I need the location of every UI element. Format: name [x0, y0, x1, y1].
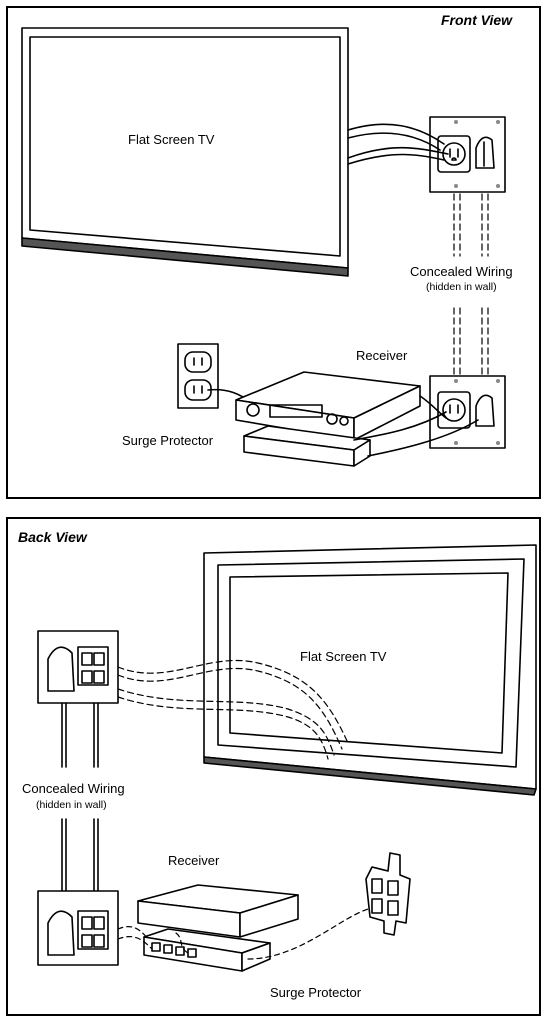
front-wall-outlet — [177, 343, 219, 409]
back-receiver — [137, 884, 299, 938]
front-upper-wall-plate — [429, 116, 506, 193]
front-view-title: Front View — [441, 12, 513, 28]
back-surge-label: Surge Protector — [270, 985, 362, 1000]
front-receiver — [235, 371, 421, 441]
back-tv — [203, 544, 537, 796]
front-tv — [21, 27, 349, 277]
front-surge-label: Surge Protector — [122, 433, 214, 448]
back-view-title: Back View — [18, 529, 87, 545]
front-wiring-sublabel: (hidden in wall) — [426, 281, 497, 293]
back-wiring-sublabel: (hidden in wall) — [36, 799, 107, 811]
back-upper-wall-plate — [37, 630, 119, 704]
back-free-outlet — [365, 852, 411, 936]
front-tv-label: Flat Screen TV — [128, 132, 215, 147]
back-lower-wall-plate — [37, 890, 119, 966]
front-wiring-label: Concealed Wiring — [410, 264, 513, 279]
front-view-illustration — [21, 27, 506, 467]
back-surge-protector — [143, 928, 271, 972]
back-wiring-label: Concealed Wiring — [22, 781, 125, 796]
back-view-panel: Back View Flat Screen TV Concealed Wirin… — [6, 517, 541, 1016]
front-surge-protector — [243, 425, 371, 467]
front-receiver-label: Receiver — [356, 348, 408, 363]
back-tv-label: Flat Screen TV — [300, 649, 387, 664]
back-view-illustration — [37, 544, 537, 972]
back-receiver-label: Receiver — [168, 853, 220, 868]
front-view-panel: Front View Flat Screen TV Concealed Wiri… — [6, 6, 541, 499]
